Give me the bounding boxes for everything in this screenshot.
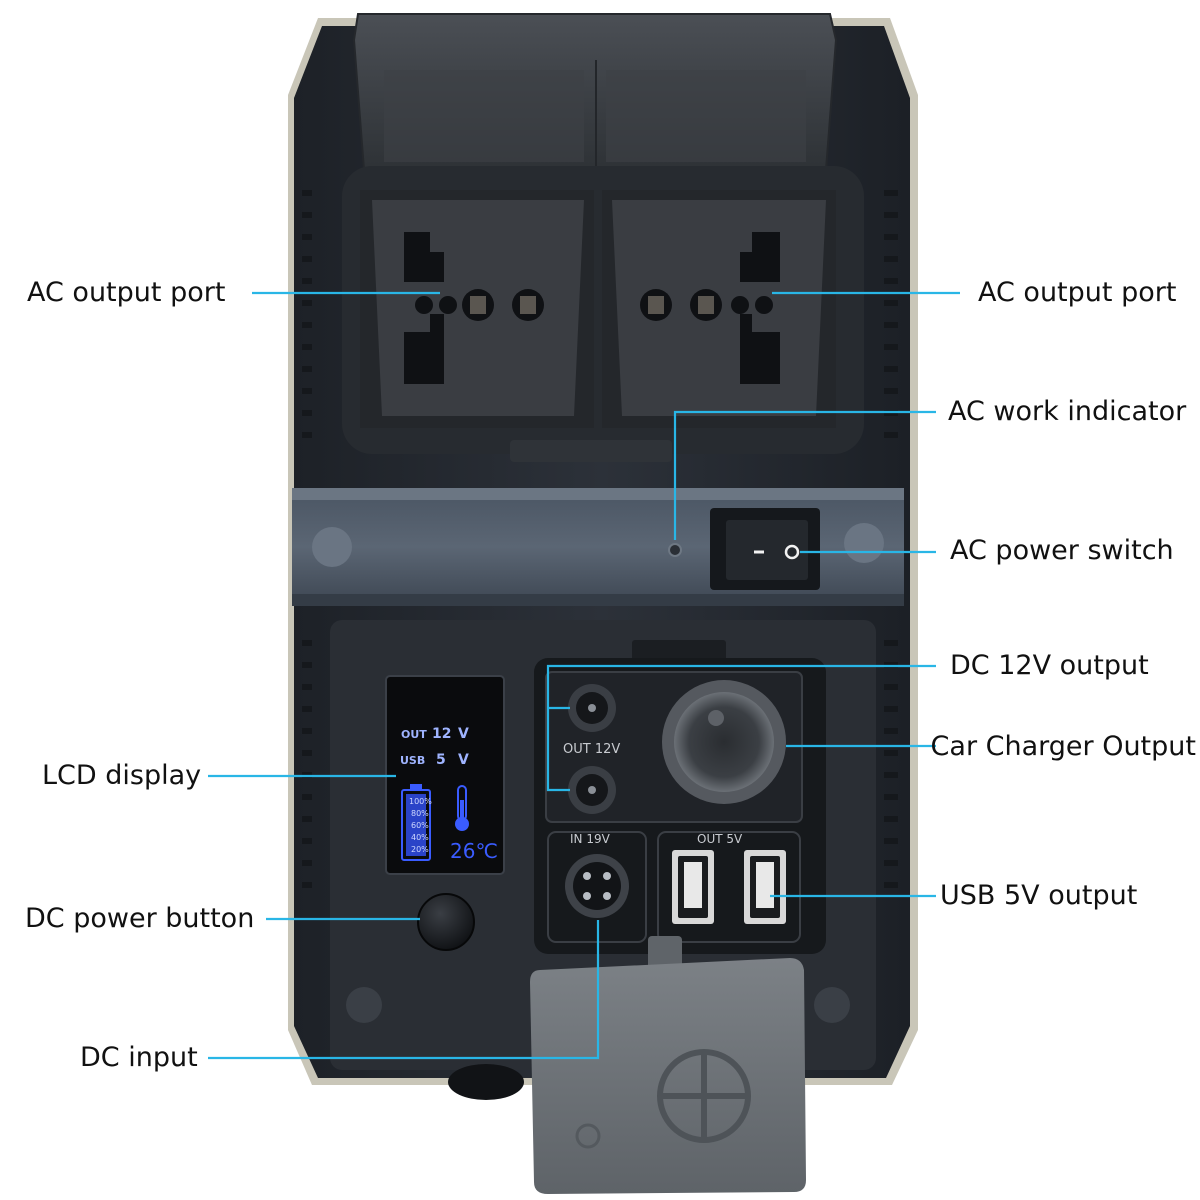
dc-input-port[interactable] xyxy=(565,854,629,918)
dc-12v-output-top[interactable] xyxy=(568,684,616,732)
lcd-battery-levels: 100% 80% 60% 40% 20% xyxy=(409,797,432,854)
lcd-level-20: 20% xyxy=(411,845,429,854)
callout-line-ac-work-indicator xyxy=(673,410,936,540)
callout-line-dc-input xyxy=(208,920,600,1060)
lcd-out-label: OUT xyxy=(401,728,427,741)
panel-out-12v-label: OUT 12V xyxy=(563,742,620,757)
label-usb-5v-output: USB 5V output xyxy=(940,880,1138,911)
lcd-out-value: 12 xyxy=(432,726,451,742)
vent-slits-left xyxy=(302,190,312,888)
label-dc-input: DC input xyxy=(80,1042,198,1073)
lcd-thermometer-icon xyxy=(455,785,469,831)
ac-socket-lid[interactable] xyxy=(352,13,838,171)
ac-work-indicator-led xyxy=(668,543,682,557)
label-dc-power-button: DC power button xyxy=(25,903,255,934)
lcd-level-40: 40% xyxy=(411,833,429,842)
label-ac-output-port-left: AC output port xyxy=(27,277,226,308)
lcd-level-80: 80% xyxy=(411,809,429,818)
ac-power-switch[interactable] xyxy=(710,508,820,590)
dc-port-rubber-cover[interactable] xyxy=(530,936,806,1194)
car-charger-output[interactable] xyxy=(662,680,786,804)
lcd-usb-value: 5 xyxy=(436,752,446,768)
label-ac-work-indicator: AC work indicator xyxy=(948,396,1187,427)
callout-line-dc-12v-output xyxy=(546,664,936,792)
label-ac-power-switch: AC power switch xyxy=(950,535,1174,566)
panel-in-19v-label: IN 19V xyxy=(570,832,611,846)
lcd-out-unit: V xyxy=(458,726,469,742)
label-dc-12v-output: DC 12V output xyxy=(950,650,1149,681)
label-lcd-display: LCD display xyxy=(42,760,202,791)
ac-output-socket-left[interactable] xyxy=(360,190,594,428)
lcd-usb-unit: V xyxy=(458,752,469,768)
lcd-temperature: 26℃ xyxy=(450,839,498,863)
lcd-level-100: 100% xyxy=(409,797,432,806)
usb-port-frame xyxy=(657,831,801,943)
lcd-display: OUT 12 V USB 5 V 100% 80% 60% 40% 20% 26… xyxy=(385,675,505,875)
label-car-charger-output: Car Charger Output xyxy=(930,731,1196,762)
ac-output-socket-right[interactable] xyxy=(602,190,836,428)
lcd-usb-label: USB xyxy=(400,754,425,767)
lcd-battery-icon xyxy=(401,784,431,861)
usb-5v-output-left[interactable] xyxy=(672,850,714,924)
usb-5v-output-right[interactable] xyxy=(744,850,786,924)
label-ac-output-port-right: AC output port xyxy=(978,277,1177,308)
panel-out-5v-label: OUT 5V xyxy=(697,832,743,846)
dc-power-button[interactable] xyxy=(417,893,475,951)
callout-lines xyxy=(208,291,960,1060)
dc-12v-output-bottom[interactable] xyxy=(568,766,616,814)
lcd-level-60: 60% xyxy=(411,821,429,830)
